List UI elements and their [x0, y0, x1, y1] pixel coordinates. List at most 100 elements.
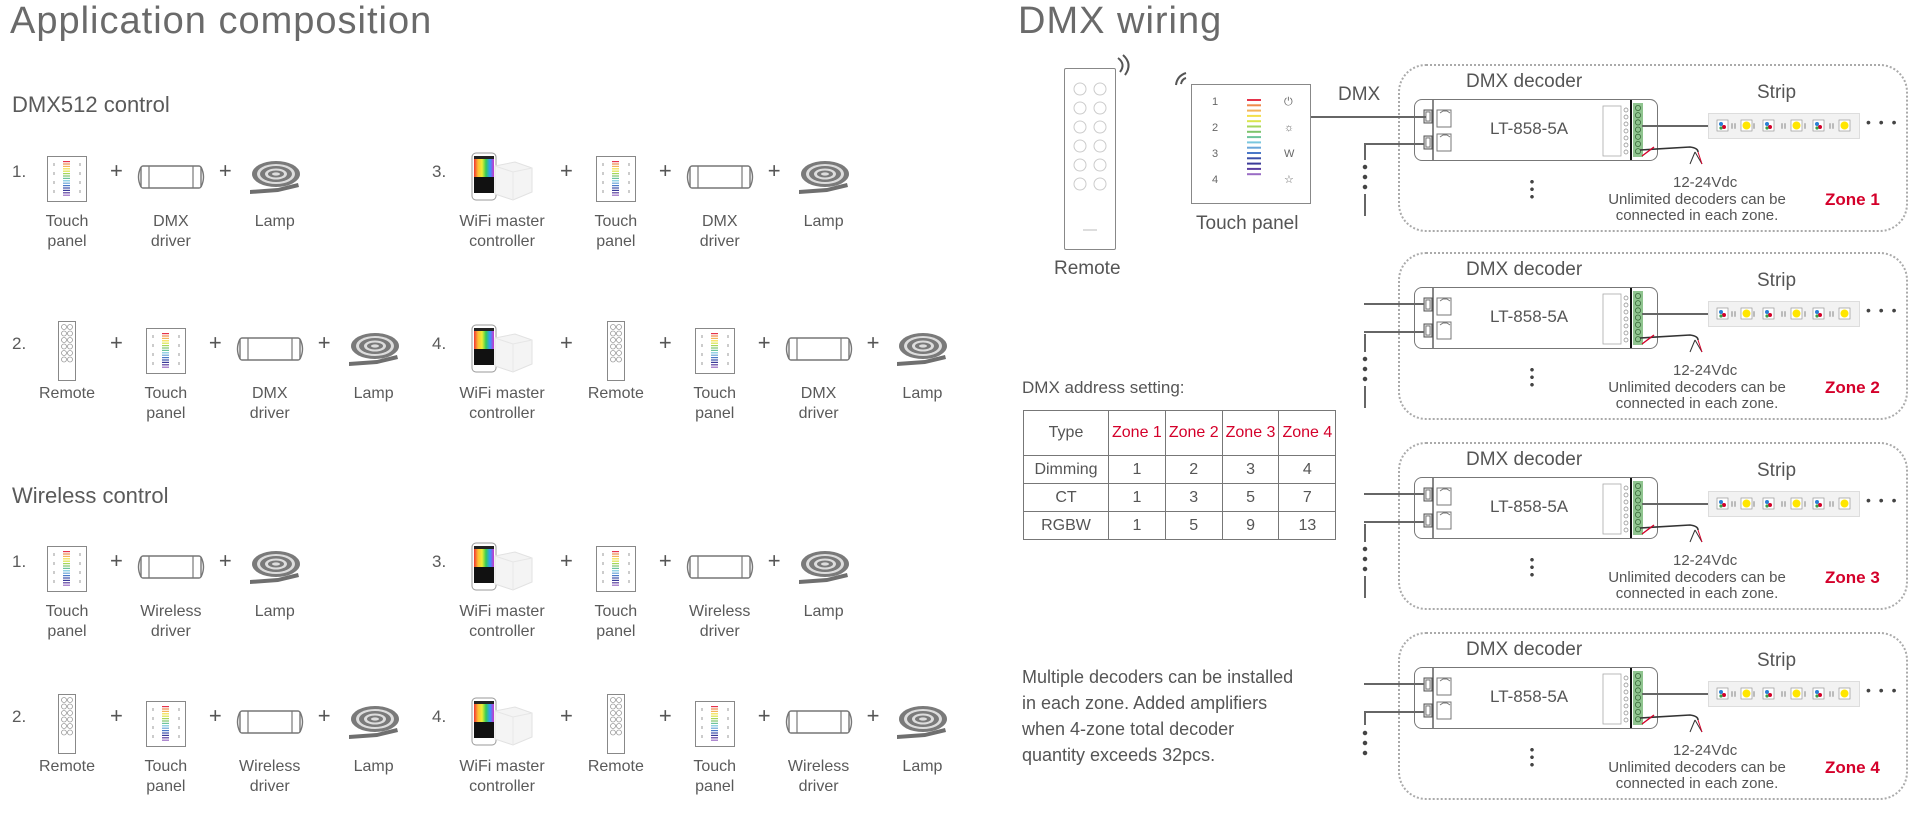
touch-panel-icon: [145, 328, 186, 374]
plus-sign: +: [560, 330, 573, 355]
component-item: Lamp: [793, 150, 855, 232]
more-decoders-ellipsis: [1530, 178, 1534, 200]
component-caption: WiFi master controller: [459, 213, 545, 250]
remote-icon: [606, 694, 625, 754]
component-caption: WiFi master controller: [459, 385, 545, 422]
dmx-driver-icon: [234, 336, 306, 366]
led-strip: [1708, 113, 1860, 139]
plus-sign: +: [317, 330, 331, 355]
power-label: 12-24Vdc: [1673, 174, 1738, 191]
component-item: Remote: [585, 694, 647, 777]
dmx-chain-vertical: [1364, 576, 1366, 598]
lamp-strip-icon: [248, 157, 302, 201]
component-icon-wrap: [47, 540, 87, 598]
component-icon-wrap: [471, 150, 533, 208]
address-table-cell: 1: [1108, 483, 1166, 512]
dmx-decoder-device: [1414, 287, 1658, 349]
component-icon-wrap: [248, 540, 302, 598]
component-item: Lamp: [343, 695, 405, 777]
strip-label: Strip: [1757, 650, 1797, 671]
composition-row: 4.WiFi master controller+Remote+Touch pa…: [432, 694, 953, 797]
component-item: WiFi master controller: [456, 322, 548, 424]
component-icon-wrap: [47, 150, 87, 208]
address-table-cell: 13: [1278, 511, 1337, 540]
decoder-title: DMX decoder: [1466, 71, 1583, 92]
led-strip: [1708, 681, 1860, 707]
zone-boundary: [1398, 252, 1908, 420]
lamp-strip-icon: [797, 157, 851, 201]
decoder-title: DMX decoder: [1466, 449, 1583, 470]
component-icon-wrap: [797, 540, 851, 598]
component-icon-wrap: [606, 694, 625, 754]
touch-panel-key-1: 1: [1212, 96, 1218, 108]
zone-boundary: [1398, 442, 1908, 610]
dmx-out-wire: [1364, 331, 1424, 333]
led-strip: [1708, 491, 1860, 517]
plus-sign: +: [560, 158, 573, 183]
led-strip: [1708, 301, 1860, 327]
zone-label: Zone 2: [1825, 378, 1880, 397]
decoder-title: DMX decoder: [1466, 639, 1583, 660]
component-caption: Touch panel: [693, 385, 737, 422]
dmx-in-wire: [1364, 303, 1424, 305]
component-icon-wrap: [145, 322, 186, 380]
dmx-driver-icon: [783, 336, 855, 366]
address-table-cell: CT: [1023, 483, 1109, 512]
header-zone-1: Zone 1: [1108, 410, 1166, 456]
component-icon-wrap: [783, 695, 855, 753]
component-caption: WiFi master controller: [459, 758, 545, 795]
component-item: Lamp: [891, 695, 953, 777]
component-item: Lamp: [793, 540, 855, 622]
address-table-cell: 9: [1221, 511, 1280, 540]
component-icon-wrap: [684, 540, 756, 598]
dmx-chain-vertical: [1364, 713, 1366, 725]
header-zone-2: Zone 2: [1164, 410, 1223, 456]
component-caption: Remote: [38, 385, 96, 402]
component-item: Touch panel: [36, 150, 98, 252]
header-type: Type: [1023, 410, 1109, 456]
component-icon-wrap: [606, 321, 625, 381]
output-wire: [1642, 313, 1708, 315]
unlimited-line2: connected in each zone.: [1615, 207, 1779, 224]
section-heading-dmx512: DMX512 control: [12, 92, 170, 117]
component-item: Wireless driver: [684, 540, 756, 642]
touch-panel-icon: [47, 546, 87, 592]
lamp-strip-icon: [248, 547, 302, 591]
header-zone-3: Zone 3: [1221, 410, 1280, 456]
component-item: Touch panel: [585, 150, 647, 252]
component-item: DMX driver: [684, 150, 756, 252]
touch-panel-icon: [595, 156, 636, 202]
plus-sign: +: [218, 548, 232, 573]
plus-sign: +: [757, 330, 771, 355]
component-item: Touch panel: [684, 695, 746, 797]
row-number: 1.: [12, 162, 27, 181]
component-caption: Touch panel: [594, 213, 638, 250]
power-wire: [1639, 330, 1710, 360]
zone-boundary: [1398, 632, 1908, 800]
composition-row: 1.Touch panel+Wireless driver+Lamp: [12, 540, 306, 642]
remote-icon: [58, 694, 76, 754]
component-item: Lamp: [244, 150, 306, 232]
component-icon-wrap: [135, 150, 207, 208]
component-item: Wireless driver: [234, 695, 306, 797]
component-caption: DMX driver: [798, 385, 839, 422]
composition-row: 2.Remote+Touch panel+DMX driver+Lamp: [12, 321, 405, 424]
more-decoders-ellipsis: [1530, 746, 1534, 768]
touch-panel-power-icon: ⏻: [1284, 96, 1293, 108]
power-wire: [1639, 142, 1710, 172]
plus-sign: +: [658, 548, 672, 573]
zone-label: Zone 3: [1825, 568, 1880, 587]
remote-label: Remote: [1054, 258, 1121, 279]
wireless-driver-icon: [234, 709, 306, 739]
wifi-master-controller-icon: [471, 324, 533, 378]
plus-sign: +: [658, 158, 672, 183]
page-title-application-composition: Application composition: [10, 0, 433, 42]
component-item: Remote: [585, 321, 647, 404]
chain-continuation-dots: [1362, 544, 1368, 574]
touch-panel-key-4: 4: [1212, 174, 1218, 186]
component-item: Lamp: [891, 322, 953, 404]
component-icon-wrap: [234, 322, 306, 380]
